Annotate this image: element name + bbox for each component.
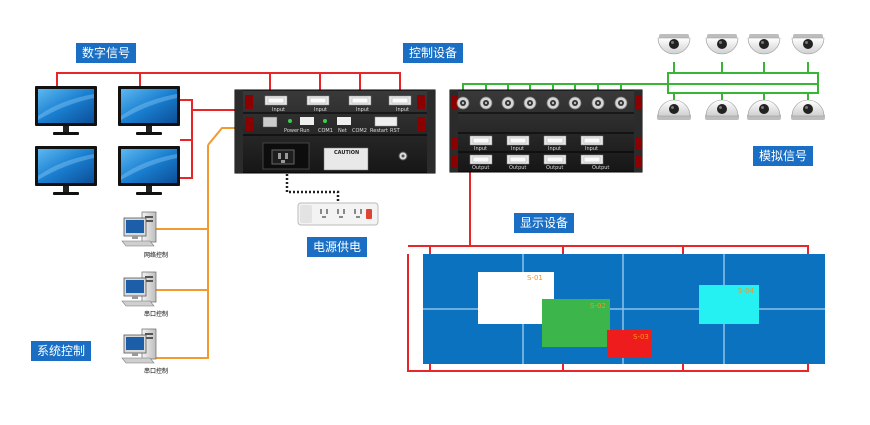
system-control-tag: 系统控制 [31, 341, 92, 361]
analog-signal-lines [462, 62, 819, 102]
rack-mid-label: COM1 [318, 128, 333, 134]
window-s04-box [699, 285, 759, 324]
monitor-3 [35, 146, 97, 195]
window-s04-label: S-04 [738, 287, 754, 295]
digital-signal-lines [56, 72, 809, 372]
monitor-1 [35, 86, 97, 135]
window-s03-label: S-03 [633, 333, 649, 341]
power-strip [297, 202, 379, 226]
pc-network-label: 网络控制 [144, 252, 169, 259]
rack-output-label: Output [546, 165, 564, 171]
pc-serial-1-label: 串口控制 [144, 311, 169, 318]
rack-mid-label: Net [338, 128, 347, 134]
rack-right-slot-label: Input [511, 146, 524, 152]
window-s02-box [542, 299, 610, 347]
camera-bottom-1 [656, 99, 692, 121]
control-device-tag: 控制设备 [403, 43, 464, 63]
rack-left-slot-label: Input [314, 107, 327, 113]
rack-output-label: Output [472, 165, 490, 171]
display-device-tag: 显示设备 [514, 213, 575, 233]
camera-top-4 [791, 33, 825, 55]
window-s01-label: S-01 [527, 274, 543, 282]
window-s01-box [478, 272, 554, 324]
pc-serial-2-label: 串口控制 [144, 368, 169, 375]
control-rack-left [234, 89, 436, 174]
camera-top-1 [657, 33, 691, 55]
rack-mid-label: Restart [370, 128, 388, 134]
rack-output-label: Output [509, 165, 527, 171]
camera-top-3 [747, 33, 781, 55]
rack-mid-label: COM2 [352, 128, 367, 134]
window-s03-box [607, 330, 651, 358]
monitor-2 [118, 86, 180, 135]
rack-warning-plate-label: CAUTION [334, 150, 360, 156]
rack-left-slot-label: Input [396, 107, 409, 113]
rack-right-slot-label: Input [548, 146, 561, 152]
control-rack-right [449, 89, 643, 173]
monitor-4 [118, 146, 180, 195]
rack-left-slot-label: Input [272, 107, 285, 113]
window-s02-label: S-02 [590, 302, 606, 310]
pc-serial-1 [121, 271, 157, 307]
power-supply-tag: 电源供电 [307, 237, 368, 257]
pc-serial-2 [121, 328, 157, 364]
camera-bottom-4 [790, 99, 826, 121]
rack-mid-label: Power [284, 128, 300, 134]
analog-signal-tag: 模拟信号 [753, 146, 814, 166]
rack-right-slot-label: Input [585, 146, 598, 152]
video-wall [423, 254, 825, 364]
rack-right-slot-label: Input [474, 146, 487, 152]
rack-mid-label: RST [390, 128, 400, 134]
digital-signal-tag: 数字信号 [76, 43, 137, 63]
camera-bottom-3 [746, 99, 782, 121]
rack-left-slot-label: Input [356, 107, 369, 113]
rack-output-label: Output [592, 165, 610, 171]
pc-network [121, 211, 157, 247]
camera-top-2 [705, 33, 739, 55]
camera-bottom-2 [704, 99, 740, 121]
rack-mid-label: Run [300, 128, 310, 134]
